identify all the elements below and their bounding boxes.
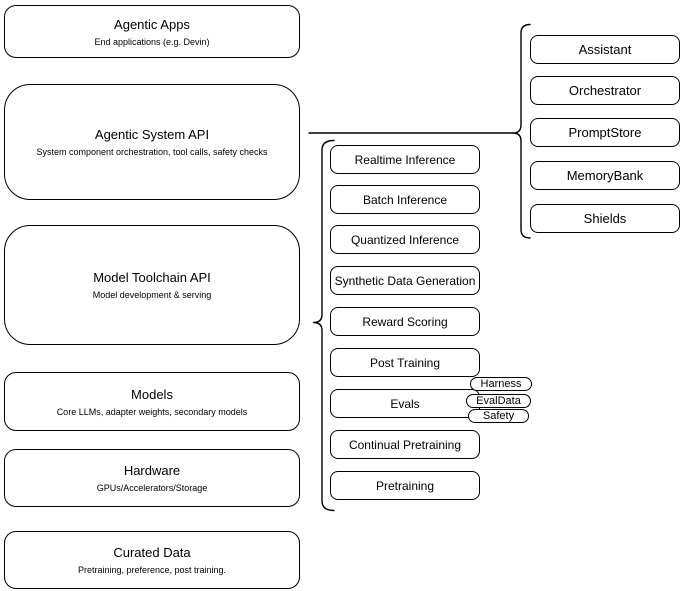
system-brace [512, 23, 531, 239]
toolchain-item-synthetic-data-generation: Synthetic Data Generation [330, 266, 480, 295]
node-subtitle: System component orchestration, tool cal… [36, 147, 268, 157]
node-model-toolchain-api: Model Toolchain API Model development & … [4, 225, 300, 345]
evals-tag-evaldata: EvalData [466, 394, 531, 408]
toolchain-item-quantized-inference: Quantized Inference [330, 225, 480, 254]
node-subtitle: Core LLMs, adapter weights, secondary mo… [56, 406, 248, 417]
evals-tag-safety: Safety [468, 409, 529, 423]
toolchain-item-post-training: Post Training [330, 348, 480, 377]
node-subtitle: GPUs/Accelerators/Storage [96, 483, 208, 493]
node-agentic-apps: Agentic Apps End applications (e.g. Devi… [4, 5, 300, 58]
node-subtitle: Pretraining, preference, post training. [77, 565, 227, 575]
node-title: Agentic Apps [114, 16, 190, 32]
toolchain-item-pretraining: Pretraining [330, 471, 480, 500]
toolchain-item-batch-inference: Batch Inference [330, 185, 480, 214]
node-hardware: Hardware GPUs/Accelerators/Storage [4, 449, 300, 507]
node-curated-data: Curated Data Pretraining, preference, po… [4, 531, 300, 589]
node-title: Model Toolchain API [93, 270, 211, 285]
node-models: Models Core LLMs, adapter weights, secon… [4, 372, 300, 431]
toolchain-item-realtime-inference: Realtime Inference [330, 145, 480, 174]
toolchain-item-reward-scoring: Reward Scoring [330, 307, 480, 336]
node-subtitle: Model development & serving [92, 290, 212, 300]
system-item-orchestrator: Orchestrator [530, 76, 680, 105]
node-agentic-system-api: Agentic System API System component orch… [4, 84, 300, 200]
node-subtitle: End applications (e.g. Devin) [94, 36, 210, 47]
evals-tag-harness: Harness [470, 377, 532, 391]
system-item-promptstore: PromptStore [530, 118, 680, 147]
node-title: Models [131, 386, 173, 402]
node-title: Agentic System API [94, 127, 210, 142]
toolchain-item-evals: Evals [330, 389, 480, 418]
node-title: Hardware [123, 463, 181, 478]
node-title: Curated Data [113, 545, 191, 560]
system-item-assistant: Assistant [530, 35, 680, 64]
toolchain-item-continual-pretraining: Continual Pretraining [330, 430, 480, 459]
system-item-memorybank: MemoryBank [530, 161, 680, 190]
system-item-shields: Shields [530, 204, 680, 233]
